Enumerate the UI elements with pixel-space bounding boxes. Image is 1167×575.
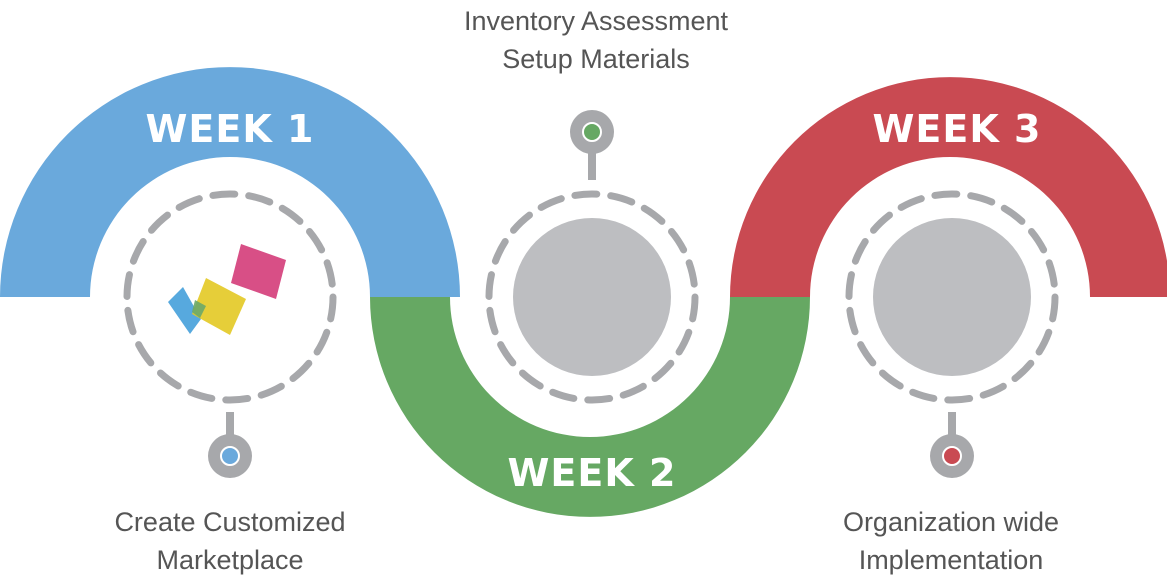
milestone-2-line-2: Setup Materials — [502, 44, 690, 74]
milestone-1-line-1: Create Customized — [114, 507, 346, 537]
milestone-caption-week-1: Create Customized Marketplace — [50, 503, 410, 575]
week-2-placeholder-circle — [513, 218, 671, 376]
week-3-label: WEEK 3 — [873, 107, 1042, 151]
week-1-label: WEEK 1 — [146, 107, 315, 151]
week-2-pin — [570, 110, 614, 180]
week-3-arc — [730, 77, 1167, 297]
milestone-3-line-2: Implementation — [858, 545, 1044, 575]
week-1-pin — [208, 412, 252, 478]
milestone-2-line-1: Inventory Assessment — [463, 6, 729, 36]
week-3-pin — [930, 412, 974, 478]
week-2-arc — [370, 297, 810, 517]
milestone-caption-week-2: Inventory Assessment Setup Materials — [416, 2, 776, 78]
milestone-caption-week-3: Organization wide Implementation — [771, 503, 1131, 575]
week-1-arc — [0, 67, 460, 297]
milestone-1-line-2: Marketplace — [156, 545, 304, 575]
week-2-label: WEEK 2 — [508, 451, 677, 495]
puzzle-pieces-icon — [168, 244, 286, 335]
week-1-dashed-ring — [123, 190, 337, 404]
week-3-placeholder-circle — [873, 218, 1031, 376]
milestone-3-line-1: Organization wide — [842, 507, 1060, 537]
week-3-dashed-ring — [845, 190, 1059, 404]
week-2-dashed-ring — [485, 190, 699, 404]
